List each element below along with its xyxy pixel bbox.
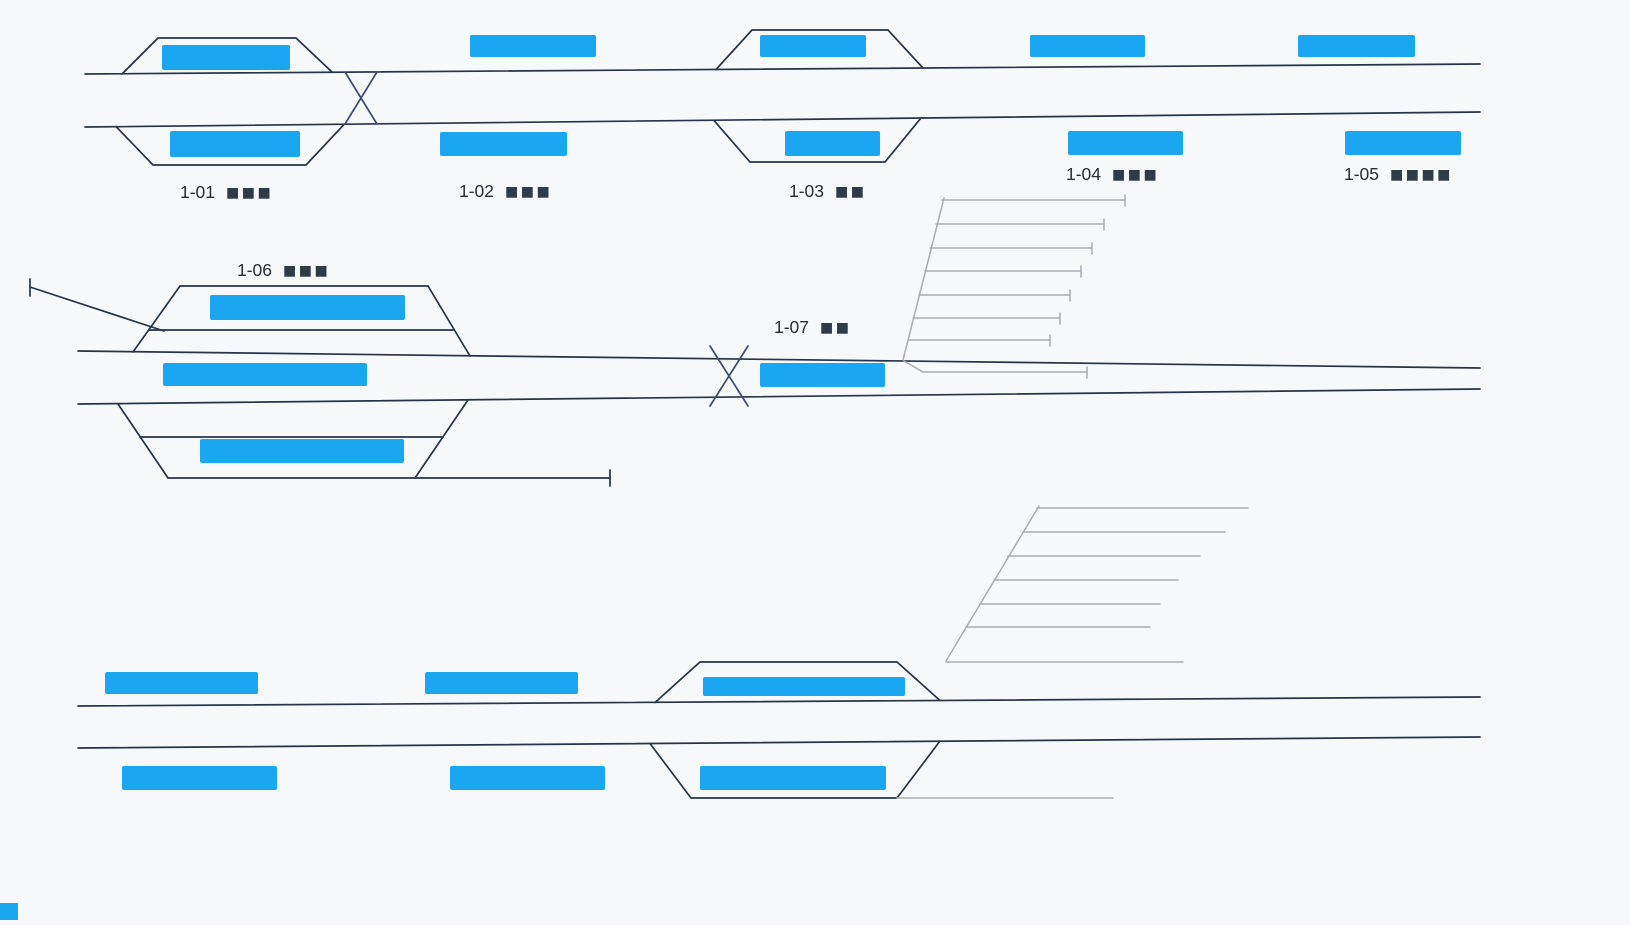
yard-ladder-bottom [945,505,1249,663]
track-block-bottom-up-1[interactable] [105,672,258,694]
station-label-1-02: 1-02 [459,181,494,201]
station-indicators-1-07: ■■ [820,320,851,336]
yard-siding [903,360,1088,373]
stub-track-left [29,286,165,332]
bottom-station-upper-loop [654,661,941,704]
track-block-1-03-up[interactable] [760,35,866,57]
corner-marker [0,903,18,920]
top-main-line-1 [84,63,1481,75]
yard-ladder-diagonal [945,505,1040,662]
station-label-1-03: 1-03 [789,181,824,201]
track-block-1-02-up[interactable] [470,35,596,57]
track-block-bottom-down-1[interactable] [122,766,277,790]
yard-ladder-middle [902,194,1126,379]
middle-main-line-2 [77,388,1481,405]
track-block-bottom-loop-down[interactable] [700,766,886,790]
track-block-1-01-up[interactable] [162,45,290,70]
track-block-1-06-loop[interactable] [210,295,405,320]
track-block-1-06-lower[interactable] [200,439,404,463]
track-block-bottom-loop-up[interactable] [703,677,905,696]
station-indicators-1-05: ■■■■ [1390,167,1453,183]
track-block-bottom-up-2[interactable] [425,672,578,694]
station-1-06-upper-loop [132,285,471,357]
track-block-1-05-up[interactable] [1298,35,1415,57]
station-1-03-upper-loop [715,29,924,71]
station-label-1-06: 1-06 [237,260,272,280]
track-block-1-02-down[interactable] [440,132,567,156]
track-block-1-07[interactable] [760,363,885,387]
station-1-01-upper-loop [121,37,333,75]
crossover-top-track-b [344,71,378,125]
bottom-main-line-1 [77,696,1481,707]
track-block-bottom-down-2[interactable] [450,766,605,790]
middle-main-line-1 [77,350,1481,369]
station-label-1-04: 1-04 [1066,164,1101,184]
track-block-1-04-down[interactable] [1068,131,1183,155]
station-label-1-07: 1-07 [774,317,809,337]
crossover-middle-track-b [709,345,749,407]
station-label-1-05: 1-05 [1344,164,1379,184]
track-block-1-04-up[interactable] [1030,35,1145,57]
top-main-line-2 [84,111,1481,128]
track-block-1-06-main[interactable] [163,363,367,386]
bottom-corridor [0,505,1481,920]
top-corridor: 1-01 ■■■ 1-02 ■■■ 1-03 ■■ 1-04 ■■■ 1-05 … [84,29,1481,202]
track-block-1-05-down[interactable] [1345,131,1461,155]
bottom-main-line-2 [77,736,1481,749]
station-indicators-1-01: ■■■ [226,185,273,201]
yard-ladder-diagonal [902,197,945,361]
bottom-station-lower-loop [649,740,941,799]
station-1-06-lower-loop [117,399,469,479]
station-label-1-01: 1-01 [180,182,215,202]
station-indicators-1-06: ■■■ [283,263,330,279]
station-1-03-lower-loop [713,117,922,163]
station-indicators-1-04: ■■■ [1112,167,1159,183]
track-block-1-01-down[interactable] [170,131,300,157]
middle-corridor: 1-06 ■■■ 1-07 ■■ [29,194,1481,487]
station-indicators-1-02: ■■■ [505,184,552,200]
station-indicators-1-03: ■■ [835,184,866,200]
station-1-01-lower-loop [115,123,345,166]
track-block-1-03-down[interactable] [785,131,880,156]
